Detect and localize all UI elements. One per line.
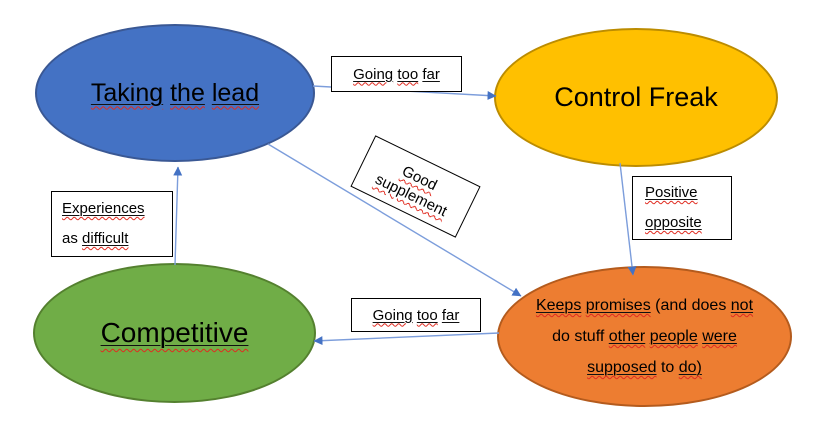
node-competitive[interactable]: Competitive xyxy=(33,263,316,403)
label-going-too-far-bottom-text: Going too far xyxy=(372,306,460,324)
node-control-freak-label: Control Freak xyxy=(554,82,718,112)
arrow-keeps-promises-to-competitive[interactable] xyxy=(313,332,500,346)
arrow-control-freak-to-keeps-promises[interactable] xyxy=(619,162,637,276)
label-going-too-far-bottom[interactable]: Going too far xyxy=(351,298,481,332)
node-taking-the-lead[interactable]: Taking the lead xyxy=(35,24,315,162)
node-taking-the-lead-label: Taking the lead xyxy=(90,78,260,107)
label-going-too-far-top-text: Going too far xyxy=(353,65,440,83)
arrow-competitive-to-taking-lead[interactable] xyxy=(173,166,183,266)
arrow-taking-lead-to-keeps-promises[interactable] xyxy=(267,143,522,297)
label-going-too-far-top[interactable]: Going too far xyxy=(331,56,462,92)
node-competitive-label: Competitive xyxy=(100,317,249,348)
